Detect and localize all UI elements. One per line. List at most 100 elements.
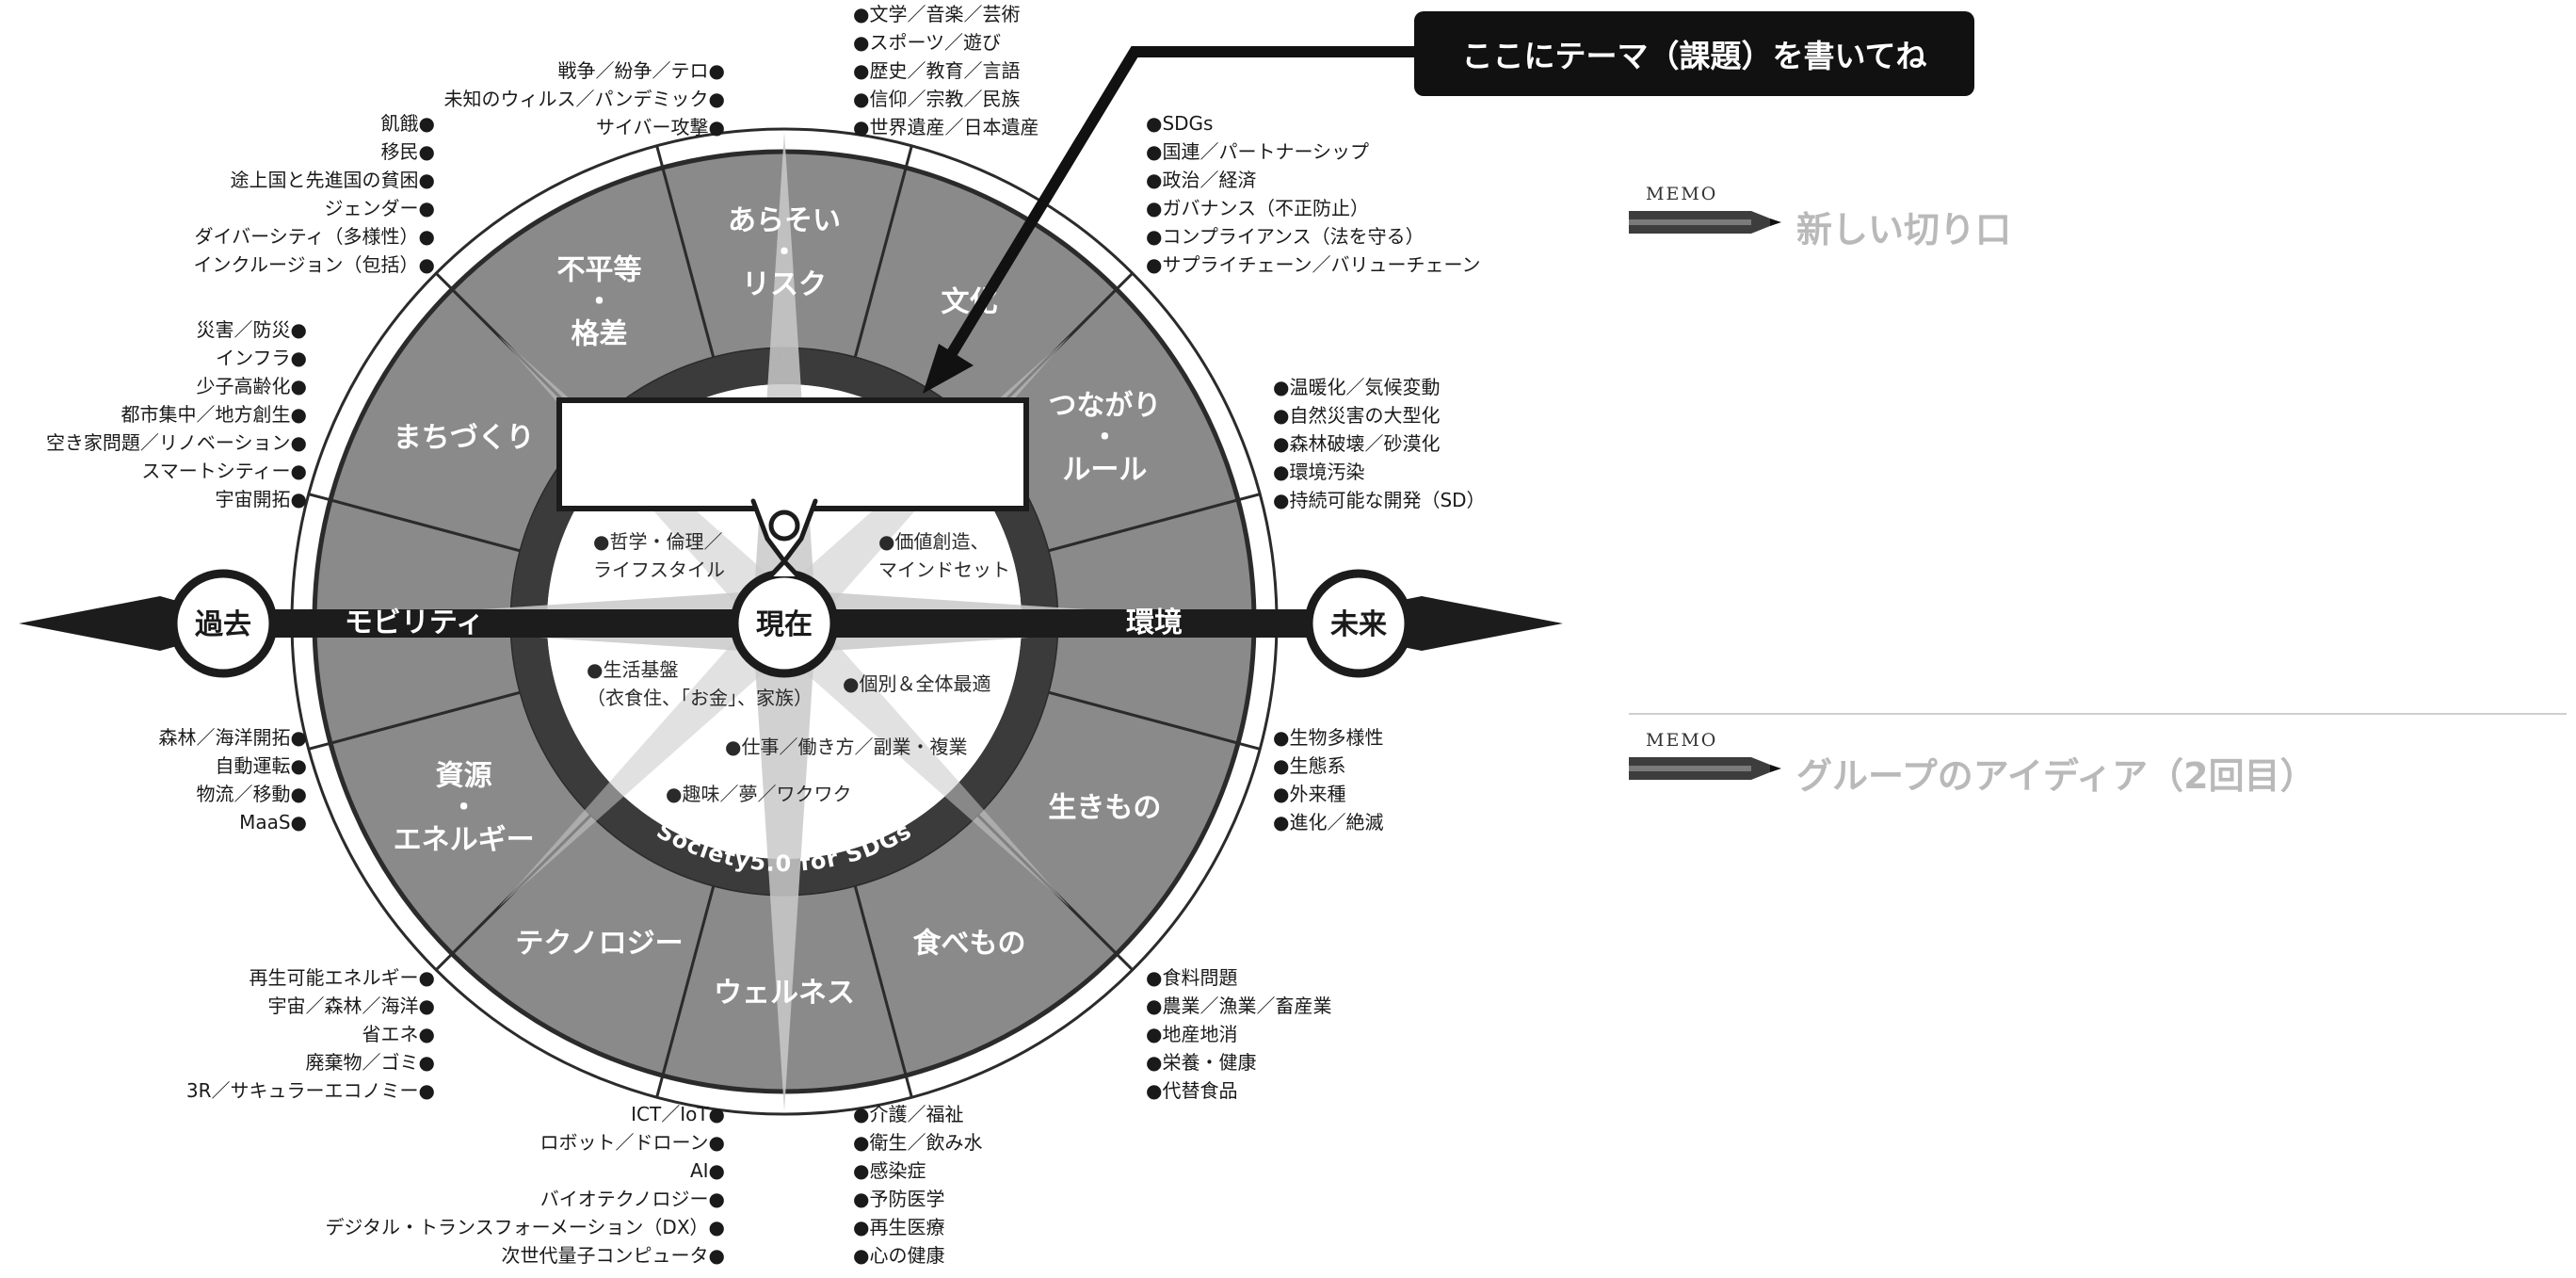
annotation-line: ●環境汚染	[1273, 461, 1364, 483]
figure-head	[768, 510, 800, 542]
segment-label-line: 食べもの	[913, 927, 1026, 960]
theme-prompt-text: ここにテーマ（課題）を書いてね	[1461, 38, 1927, 74]
rim-tick	[308, 493, 332, 502]
annotation-line: ●感染症	[853, 1159, 926, 1182]
annotation-line: インクルージョン（包括）●	[194, 253, 435, 276]
timeline-node-future	[1304, 569, 1413, 678]
annotation-line: 飢餓●	[381, 112, 435, 135]
pencil-icon	[1629, 211, 1781, 234]
timeline-node-past	[169, 569, 278, 678]
pointer-arrowhead	[923, 344, 974, 394]
annotation-inequality: 飢餓●移民●途上国と先進国の貧困●ジェンダー●ダイバーシティ（多様性）●インクル…	[194, 112, 435, 276]
inner-note-line: ライフスタイル	[593, 558, 725, 581]
segment-label-line: あらそい	[728, 204, 841, 237]
annotation-line: ●温暖化／気候変動	[1273, 376, 1440, 398]
annotation-line: 次世代量子コンピュータ●	[502, 1244, 725, 1267]
compass-point	[766, 604, 1071, 909]
memo-title: 新しい切り口	[1796, 209, 2012, 251]
inner-note-line: マインドセット	[878, 558, 1010, 581]
segment-label-inequality: 不平等・格差	[557, 254, 642, 351]
annotation-line: 空き家問題／リノベーション●	[46, 431, 307, 454]
annotation-line: 戦争／紛争／テロ●	[558, 59, 725, 82]
pointer-line	[943, 46, 1414, 362]
annotation-rules: ●SDGs●国連／パートナーシップ●政治／経済●ガバナンス（不正防止）●コンプラ…	[1146, 112, 1480, 276]
annotation-town: 災害／防災●インフラ●少子高齢化●都市集中／地方創生●空き家問題／リノベーション…	[46, 318, 307, 510]
rim-tick	[1115, 952, 1134, 971]
inner-note: ●生活基盤（衣食住、「お金」、家族）	[587, 658, 813, 709]
segment-label-wellness: ウェルネス	[714, 977, 855, 1010]
annotation-line: スマートシティー●	[141, 460, 307, 482]
annotation-line: ●外来種	[1273, 783, 1345, 805]
annotation-line: ●コンプライアンス（法を守る）	[1146, 225, 1425, 248]
annotation-culture: ●文学／音楽／芸術●スポーツ／遊び●歴史／教育／言語●信仰／宗教／民族●世界遺産…	[853, 3, 1038, 138]
timeline-label-past: 過去	[195, 608, 251, 641]
memo-tag: MEMO	[1646, 730, 1718, 751]
annotation-line: 再生可能エネルギー●	[250, 966, 435, 989]
annotation-line: ●文学／音楽／芸術	[853, 3, 1020, 25]
annotation-line: デジタル・トランスフォーメーション（DX）●	[325, 1216, 725, 1238]
segment-label-line: ・	[1090, 422, 1119, 455]
annotation-line: ●進化／絶滅	[1273, 811, 1383, 833]
annotation-technology: ICT／IoT●ロボット／ドローン●AI●バイオテクノロジー●デジタル・トランス…	[325, 1103, 725, 1267]
segment-label-line: つながり	[1048, 390, 1161, 423]
inner-note: ●個別＆全体最適	[843, 672, 990, 695]
segment-label-line: ・	[450, 792, 478, 825]
annotation-line: ●地産地消	[1146, 1023, 1237, 1045]
memo-group-ideas: MEMO グループのアイディア（2回目）	[1629, 730, 2533, 797]
annotation-line: ●心の健康	[853, 1244, 944, 1267]
segment-label-resources: 資源・エネルギー	[394, 760, 535, 857]
segment-label-creatures: 生きもの	[1048, 792, 1161, 825]
rim-tick	[435, 952, 454, 971]
segment-label-food: 食べもの	[913, 927, 1026, 960]
inner-note-line: （衣食住、「お金」、家族）	[587, 687, 813, 709]
inner-note: ●趣味／夢／ワクワク	[666, 783, 851, 805]
rim-tick	[904, 1074, 913, 1098]
annotation-line: MaaS●	[239, 811, 307, 833]
annotation-line: ●ガバナンス（不正防止）	[1146, 197, 1369, 219]
annotation-line: ●衛生／飲み水	[853, 1131, 982, 1154]
segment-label-line: 環境	[1126, 607, 1183, 639]
compass-point	[752, 622, 816, 1111]
annotation-resources: 再生可能エネルギー●宇宙／森林／海洋●省エネ●廃棄物／ゴミ●3R／サキュラーエコ…	[186, 966, 435, 1102]
annotation-line: 自動運転●	[216, 754, 307, 777]
annotation-line: サイバー攻撃●	[596, 116, 725, 138]
annotation-line: 廃棄物／ゴミ●	[306, 1051, 435, 1074]
annotation-line: ●SDGs	[1146, 112, 1213, 135]
annotation-line: インフラ●	[216, 347, 307, 369]
annotation-line: 省エネ●	[362, 1023, 435, 1045]
annotation-line: 都市集中／地方創生●	[121, 403, 307, 426]
segment-label-conflict: あらそい・リスク	[728, 204, 841, 301]
rim-tick	[1236, 741, 1261, 751]
annotation-line: 未知のウィルス／パンデミック●	[444, 88, 725, 110]
inner-note-line: ●価値創造、	[878, 530, 989, 553]
annotation-line: ●世界遺産／日本遺産	[853, 116, 1038, 138]
compass-point	[497, 604, 802, 909]
rim-tick	[1115, 272, 1134, 291]
annotation-line: ●代替食品	[1146, 1079, 1237, 1102]
annotation-creatures: ●生物多様性●生態系●外来種●進化／絶滅	[1273, 726, 1383, 833]
memo-divider	[1629, 713, 2567, 715]
pencil-icon	[1629, 757, 1781, 780]
annotation-line: ●介護／福祉	[853, 1103, 963, 1125]
annotation-line: ●栄養・健康	[1146, 1051, 1256, 1074]
annotation-line: 移民●	[381, 140, 435, 163]
segment-label-town: まちづくり	[394, 422, 535, 455]
annotation-line: 3R／サキュラーエコノミー●	[186, 1079, 435, 1102]
inner-note: ●価値創造、マインドセット	[878, 530, 1010, 581]
annotation-line: AI●	[690, 1159, 725, 1182]
timeline-label-present: 現在	[756, 608, 813, 641]
annotation-line: ●サプライチェーン／バリューチェーン	[1146, 253, 1480, 276]
annotation-line: ●再生医療	[853, 1216, 944, 1238]
annotation-food: ●食料問題●農業／漁業／畜産業●地産地消●栄養・健康●代替食品	[1146, 966, 1331, 1102]
annotation-line: ダイバーシティ（多様性）●	[195, 225, 435, 248]
segment-label-line: エネルギー	[394, 824, 535, 857]
annotation-mobility: 森林／海洋開拓●自動運転●物流／移動●MaaS●	[159, 726, 307, 833]
annotation-line: ●農業／漁業／畜産業	[1146, 995, 1331, 1017]
timeline-label-future: 未来	[1330, 608, 1387, 641]
theme-input-box	[556, 397, 1029, 511]
annotation-line: バイオテクノロジー●	[540, 1188, 725, 1210]
annotation-conflict: 戦争／紛争／テロ● 未知のウィルス／パンデミック● サイバー攻撃●	[444, 59, 725, 138]
annotation-line: ●生物多様性	[1273, 726, 1383, 749]
annotation-line: ●政治／経済	[1146, 169, 1256, 191]
inner-note-line: ●趣味／夢／ワクワク	[666, 783, 851, 805]
